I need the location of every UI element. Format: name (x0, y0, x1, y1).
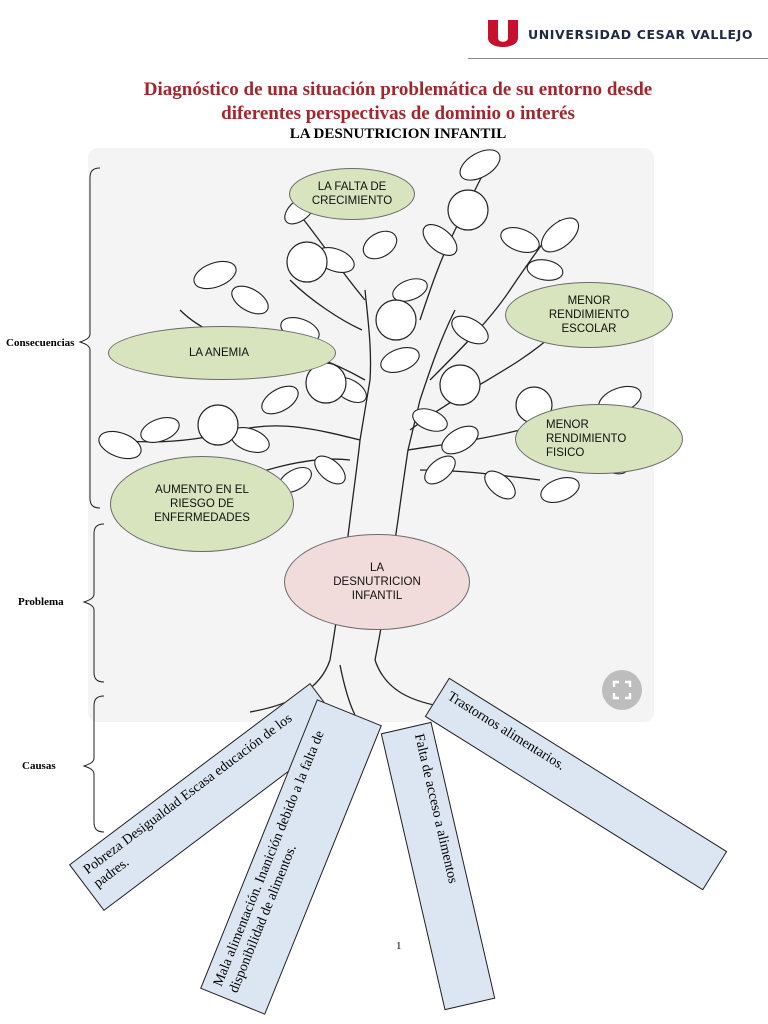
problema-label: Problema (18, 596, 64, 608)
consequence-anemia: LA ANEMIA (108, 326, 336, 380)
page-number: 1 (396, 940, 402, 952)
consecuencias-label: Consecuencias (6, 337, 75, 349)
page-title: Diagnóstico de una situación problemátic… (0, 78, 768, 126)
title-line-1: Diagnóstico de una situación problemátic… (143, 79, 653, 100)
consequence-menor-rendimiento-escolar: MENOR RENDIMIENTO ESCOLAR (505, 282, 673, 348)
problem-desnutricion-infantil: LA DESNUTRICION INFANTIL (284, 534, 470, 630)
university-name: UNIVERSIDAD CESAR VALLEJO (528, 26, 754, 42)
page-subtitle: LA DESNUTRICION INFANTIL (289, 126, 507, 142)
ucv-logo-icon (486, 16, 520, 52)
consequence-aumento-riesgo-enfermedades: AUMENTO EN EL RIESGO DE ENFERMEDADES (110, 456, 294, 552)
consequence-falta-crecimiento: LA FALTA DE CRECIMIENTO (289, 168, 415, 220)
expand-image-button[interactable] (602, 670, 642, 710)
header-divider (468, 58, 768, 59)
expand-icon (612, 680, 632, 700)
title-line-2: diferentes perspectivas de dominio o int… (221, 103, 575, 124)
university-header: UNIVERSIDAD CESAR VALLEJO (486, 16, 753, 52)
causas-label: Causas (22, 760, 56, 772)
consequence-menor-rendimiento-fisico: MENOR RENDIMIENTO FISICO (515, 404, 683, 474)
